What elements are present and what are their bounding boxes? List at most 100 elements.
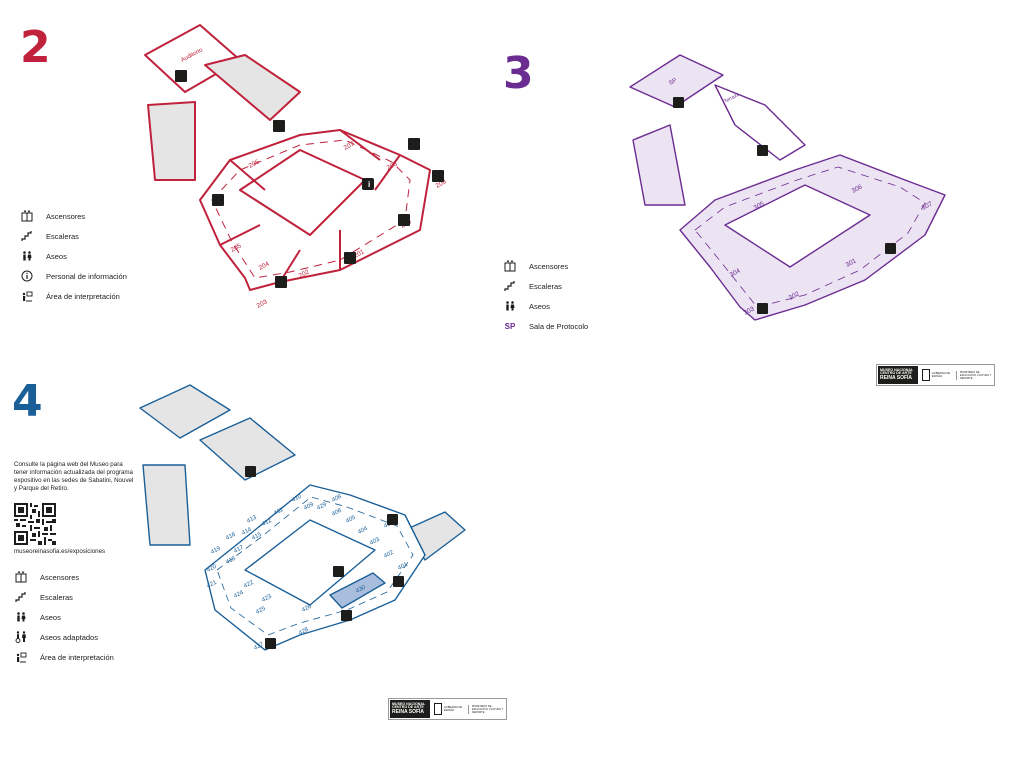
toilets-icon bbox=[275, 276, 287, 288]
room-209: 209 bbox=[435, 178, 448, 189]
coat-of-arms-icon bbox=[434, 703, 442, 715]
legend-item: Escaleras bbox=[14, 587, 114, 607]
exhibitions-link[interactable]: museoreinasofia.es/exposiciones bbox=[14, 548, 106, 555]
logo-line-1: MUSEO NACIONAL bbox=[392, 701, 426, 706]
floor-4-legend: Ascensores Escaleras Aseos Aseos adaptad… bbox=[14, 567, 114, 667]
museum-logo: MUSEO NACIONAL CENTRO DE ARTE REINA SOFÍ… bbox=[388, 698, 507, 720]
legend-item: Área de interpretación bbox=[14, 647, 114, 667]
sp-label: SP bbox=[668, 78, 678, 87]
top-right-block bbox=[199, 417, 296, 481]
room-409: 409 bbox=[303, 501, 315, 511]
floor-4-plan: 410 411 412 413 414 415 416 417 418 419 … bbox=[139, 384, 466, 652]
room-418: 418 bbox=[225, 555, 237, 565]
main-building-outline bbox=[199, 129, 431, 291]
elevator-icon bbox=[344, 252, 356, 264]
room-430-highlight bbox=[329, 572, 386, 609]
legend-label: Aseos bbox=[40, 612, 61, 622]
legend-item: Aseos bbox=[14, 607, 114, 627]
logo-line-2: CENTRO DE ARTE bbox=[392, 705, 424, 710]
elevator-icon bbox=[393, 576, 404, 587]
room-424: 424 bbox=[233, 589, 245, 599]
elevator-icon bbox=[14, 570, 28, 584]
elevator-icon bbox=[885, 243, 896, 254]
legend-label: Área de interpretación bbox=[46, 291, 120, 301]
sp-room bbox=[629, 54, 724, 108]
room-416: 416 bbox=[225, 531, 237, 541]
elevator-icon bbox=[341, 610, 352, 621]
floor-2-legend: Ascensores Escaleras Aseos Personal de i… bbox=[20, 206, 127, 306]
room-428: 428 bbox=[298, 626, 310, 636]
elevator-icon bbox=[175, 70, 187, 82]
elevator-icon bbox=[20, 209, 34, 223]
elevator-icon bbox=[673, 97, 684, 108]
room-402: 402 bbox=[383, 549, 395, 559]
stairs-icon bbox=[14, 590, 28, 604]
legend-label: Ascensores bbox=[40, 572, 80, 582]
room-422: 422 bbox=[243, 579, 255, 589]
room-429: 429 bbox=[316, 501, 328, 511]
legend-label: Personal de información bbox=[46, 271, 127, 281]
room-421: 421 bbox=[206, 579, 218, 589]
room-403: 403 bbox=[369, 536, 381, 546]
museum-logo: MUSEO NACIONAL CENTRO DE ARTE REINA SOFÍ… bbox=[876, 364, 995, 386]
room-207: 207 bbox=[343, 140, 356, 151]
room-404: 404 bbox=[357, 525, 369, 535]
svg-text:i: i bbox=[368, 180, 370, 189]
top-left-block bbox=[139, 384, 231, 439]
government-logo: GOBIERNO DE ESPAÑA bbox=[919, 369, 956, 381]
toilets-icon bbox=[14, 610, 28, 624]
room-303: 303 bbox=[743, 305, 756, 316]
room-206: 206 bbox=[248, 158, 261, 169]
legend-item: Personal de información bbox=[20, 266, 127, 286]
room-427: 427 bbox=[253, 641, 265, 651]
stairs-icon bbox=[503, 279, 517, 293]
legend-item: Ascensores bbox=[20, 206, 127, 226]
room-423: 423 bbox=[261, 593, 273, 603]
toilets-icon bbox=[757, 303, 768, 314]
toilets-icon bbox=[432, 170, 444, 182]
courtyard bbox=[244, 519, 376, 606]
elevator-icon bbox=[245, 466, 256, 477]
room-302: 302 bbox=[788, 290, 801, 301]
room-413: 413 bbox=[246, 514, 258, 524]
toilets-icon bbox=[20, 249, 34, 263]
room-405: 405 bbox=[345, 514, 357, 524]
elevator-icon bbox=[398, 214, 410, 226]
accessible-toilets-icon bbox=[14, 630, 28, 644]
legend-item: Ascensores bbox=[503, 256, 588, 276]
room-412: 412 bbox=[261, 517, 273, 527]
room-408: 408 bbox=[331, 493, 343, 503]
legend-label: Ascensores bbox=[529, 261, 569, 271]
legend-label: Ascensores bbox=[46, 211, 86, 221]
exhibition-info-text: Consulte la página web del Museo para te… bbox=[14, 461, 134, 492]
legend-item: SP Sala de Protocolo bbox=[503, 316, 589, 336]
room-410: 410 bbox=[291, 493, 303, 503]
elevator-icon bbox=[273, 120, 285, 132]
gov-text: GOBIERNO DE ESPAÑA bbox=[931, 372, 951, 378]
ministry-text: MINISTERIO DE EDUCACIÓN, CULTURA Y DEPOR… bbox=[468, 704, 506, 714]
room-205: 205 bbox=[230, 242, 243, 253]
room-415: 415 bbox=[251, 531, 263, 541]
room-411: 411 bbox=[273, 507, 285, 517]
floor-3-plan: SP Terraza 305 306 307 304 301 302 303 bbox=[629, 54, 946, 321]
toilets-icon bbox=[265, 638, 276, 649]
floor-3-number: 3 bbox=[503, 48, 534, 99]
legend-item: Escaleras bbox=[20, 226, 127, 246]
legend-item: Área de interpretación bbox=[20, 286, 127, 306]
stairs-icon bbox=[20, 229, 34, 243]
elevator-icon bbox=[757, 145, 768, 156]
room-430: 430 bbox=[355, 584, 367, 594]
interpretation-icon bbox=[20, 289, 34, 303]
logo-line-3: REINA SOFÍA bbox=[880, 375, 913, 382]
qr-code[interactable] bbox=[14, 503, 56, 545]
room-301: 301 bbox=[845, 257, 858, 268]
interpretation-icon bbox=[212, 194, 224, 206]
interpretation-icon bbox=[14, 650, 28, 664]
sp-mark: SP bbox=[504, 321, 516, 331]
ministry-text: MINISTERIO DE EDUCACIÓN, CULTURA Y DEPOR… bbox=[956, 370, 994, 380]
legend-label: Escaleras bbox=[40, 592, 73, 602]
left-block bbox=[147, 101, 196, 181]
gov-text: GOBIERNO DE ESPAÑA bbox=[443, 706, 463, 712]
legend-label: Área de interpretación bbox=[40, 652, 114, 662]
legend-item: Aseos adaptados bbox=[14, 627, 114, 647]
